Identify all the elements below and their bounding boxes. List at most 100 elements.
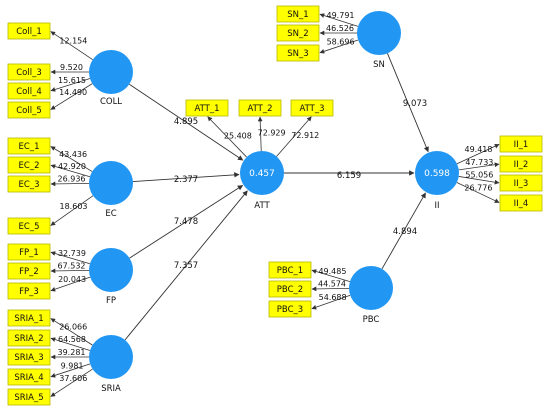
indicator-fp-3: FP_3 (7, 282, 51, 300)
loading-arrow-ii-1 (456, 144, 500, 165)
indicator-label-coll-3: Coll_3 (16, 68, 42, 78)
indicator-sria-1: SRIA_1 (7, 309, 51, 327)
construct-circle-fp (89, 248, 133, 292)
construct-label-pbc: PBC (363, 315, 380, 325)
indicator-label-ii-4: II_4 (514, 199, 529, 209)
indicator-label-ii-3: II_3 (514, 179, 529, 189)
indicator-box-ec-5 (7, 217, 51, 235)
indicator-box-ec-1 (7, 137, 51, 155)
indicator-box-fp-1 (7, 243, 51, 261)
indicator-label-sn-2: SN_2 (287, 29, 308, 39)
loading-value-sn-2: 46.526 (326, 24, 354, 33)
indicator-sria-4: SRIA_4 (7, 368, 51, 386)
indicator-box-att-2 (238, 99, 282, 117)
loading-arrow-pbc-2 (311, 286, 350, 292)
indicator-box-sria-5 (7, 388, 51, 406)
path-coefficient-pbc-ii: 4.894 (393, 227, 417, 237)
indicator-box-coll-1 (7, 22, 51, 40)
indicator-label-ii-1: II_1 (514, 140, 529, 150)
construct-sria: SRIA (89, 335, 133, 394)
path-arrow-pbc-ii (381, 192, 426, 270)
indicator-label-fp-1: FP_1 (19, 248, 39, 258)
loading-arrow-coll-4 (50, 78, 91, 92)
indicator-sria-3: SRIA_3 (7, 348, 51, 366)
indicator-sria-5: SRIA_5 (7, 388, 51, 406)
indicator-label-sria-3: SRIA_3 (14, 353, 43, 363)
indicator-box-sria-1 (7, 309, 51, 327)
construct-circle-sria (89, 335, 133, 379)
construct-label-coll: COLL (100, 97, 122, 107)
indicator-pbc-1: PBC_1 (268, 261, 312, 279)
indicator-ec-1: EC_1 (7, 137, 51, 155)
loading-value-fp-2: 67.532 (58, 262, 86, 271)
indicator-label-sria-2: SRIA_2 (14, 334, 43, 344)
indicator-label-coll-5: Coll_5 (16, 106, 42, 116)
indicator-box-att-1 (185, 99, 229, 117)
r-squared-ii: 0.598 (424, 169, 450, 179)
loading-arrow-att-2 (257, 116, 263, 152)
loading-value-fp-1: 32.739 (58, 249, 86, 258)
construct-circle-ec (89, 161, 133, 205)
loading-value-sria-4: 9.981 (61, 361, 84, 370)
indicator-box-ii-2 (499, 155, 543, 173)
indicator-ec-5: EC_5 (7, 217, 51, 235)
loading-arrow-pbc-1 (311, 269, 351, 283)
loading-arrow-ec-1 (50, 146, 93, 172)
loading-arrow-sria-2 (50, 337, 91, 351)
loading-arrow-ec-3 (50, 181, 90, 187)
loading-value-ec-3: 26.936 (58, 175, 86, 184)
indicator-pbc-3: PBC_3 (268, 300, 312, 318)
loading-arrow-fp-3 (50, 276, 91, 292)
indicator-label-sria-5: SRIA_5 (14, 393, 43, 403)
indicator-att-3: ATT_3 (290, 99, 334, 117)
path-coefficient-fp-att: 7.478 (174, 217, 198, 227)
loading-value-coll-1: 12.154 (59, 36, 87, 45)
loading-value-ec-2: 42.920 (58, 162, 86, 171)
path-coefficient-sria-att: 7.357 (174, 261, 198, 271)
indicator-label-fp-2: FP_2 (19, 267, 39, 277)
indicator-box-ii-1 (499, 135, 543, 153)
indicator-box-att-3 (290, 99, 334, 117)
indicator-sn-3: SN_3 (276, 44, 320, 62)
loading-value-sn-3: 58.696 (327, 37, 355, 46)
construct-label-ec: EC (105, 209, 116, 219)
indicator-box-coll-3 (7, 63, 51, 81)
path-coefficient-coll-att: 4.895 (174, 117, 198, 127)
path-coefficient-ec-att: 2.377 (174, 175, 198, 185)
loading-arrow-coll-1 (50, 31, 93, 61)
indicator-ec-3: EC_3 (7, 175, 51, 193)
indicator-label-ii-2: II_2 (514, 160, 529, 170)
indicator-att-2: ATT_2 (238, 99, 282, 117)
loading-value-ii-3: 55.056 (465, 171, 493, 180)
construct-circle-pbc (349, 266, 393, 310)
loading-arrow-coll-5 (50, 83, 93, 110)
indicator-box-pbc-1 (268, 261, 312, 279)
indicator-box-ii-3 (499, 174, 543, 192)
loading-arrow-sria-1 (50, 318, 93, 346)
indicator-label-fp-3: FP_3 (19, 287, 39, 297)
loading-arrow-att-1 (207, 116, 248, 158)
construct-coll: COLL (89, 50, 133, 107)
indicator-label-ec-5: EC_5 (19, 222, 40, 232)
indicator-fp-2: FP_2 (7, 262, 51, 280)
indicator-box-sria-2 (7, 329, 51, 347)
loading-arrow-sria-4 (50, 363, 91, 378)
loading-arrow-fp-1 (50, 251, 91, 265)
indicator-ec-2: EC_2 (7, 156, 51, 174)
path-coefficient-att-ii: 6.159 (337, 171, 361, 181)
indicator-box-coll-5 (7, 101, 51, 119)
indicator-box-fp-3 (7, 282, 51, 300)
loading-value-att-1: 25.408 (224, 132, 252, 141)
construct-sn: SN (357, 11, 401, 70)
loading-value-ec-5: 18.603 (60, 202, 88, 211)
construct-label-fp: FP (106, 296, 116, 306)
loading-arrow-ec-5 (50, 195, 94, 226)
loading-value-pbc-2: 44.574 (318, 280, 346, 289)
indicator-ii-1: II_1 (499, 135, 543, 153)
indicator-box-coll-4 (7, 82, 51, 100)
indicator-box-sn-3 (276, 44, 320, 62)
loading-arrow-pbc-3 (311, 294, 351, 310)
indicator-label-ec-3: EC_3 (19, 180, 40, 190)
